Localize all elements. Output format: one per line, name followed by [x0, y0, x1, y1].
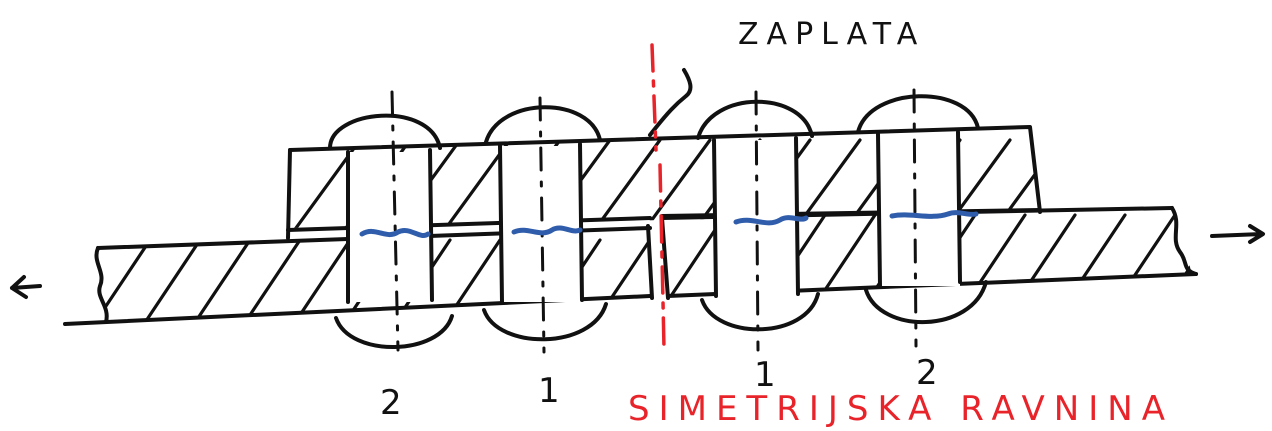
- rivet-number-right-1: 1: [754, 355, 776, 395]
- rivet-left-2: [328, 90, 454, 352]
- rivet-left-1: [482, 96, 608, 354]
- symmetry-plane-label: SIMETRIJSKA RAVNINA: [628, 389, 1174, 429]
- symmetry-line: [650, 43, 666, 350]
- rivet-right-2: [856, 88, 988, 348]
- plate-label: ZAPLATA: [738, 17, 925, 52]
- left-force-arrow: [10, 275, 42, 299]
- rivet-number-left-1: 1: [538, 371, 560, 411]
- rivet-number-left-2: 2: [380, 383, 402, 423]
- plate-leader-line: [648, 68, 693, 137]
- rivet-number-right-2: 2: [916, 353, 938, 393]
- right-force-arrow: [1210, 224, 1265, 244]
- shear-planes: [359, 210, 979, 238]
